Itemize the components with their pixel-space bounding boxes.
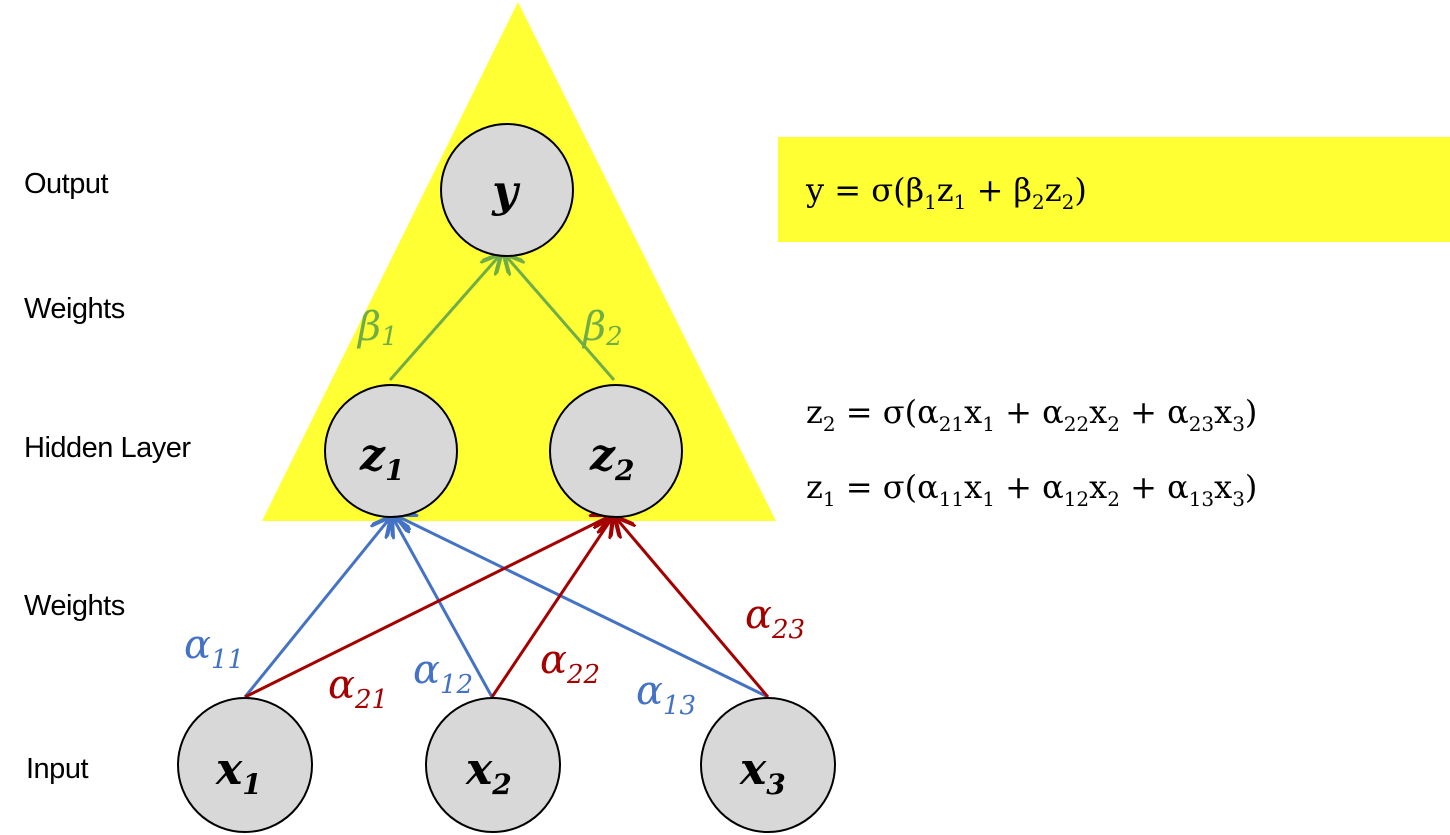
svg-text:y: y [491,166,521,217]
edge-x3-z1 [397,516,769,699]
node-y: y [440,123,574,257]
svg-text:z2: z2 [589,430,634,487]
node-x3: x3 [700,697,836,833]
layer-label-input: Input [26,753,88,785]
edge-x3-z2 [616,518,770,698]
node-x1: x1 [177,697,313,833]
weight-label-alpha11: α11 [184,622,244,675]
weight-label-alpha23: α23 [745,592,805,645]
edge-x1-z1 [243,518,390,698]
svg-text:x1: x1 [215,744,262,801]
edge-z1-y [388,255,500,381]
layer-label-hidden: Hidden Layer [24,432,191,464]
node-x2: x2 [425,697,561,833]
weight-label-alpha21: α21 [328,662,388,715]
node-z2: z2 [549,384,683,518]
edge-x1-z2 [244,516,610,699]
layer-label-weights-bottom: Weights [24,590,125,622]
svg-text:z1: z1 [359,430,404,487]
output-equation-box [778,137,1450,242]
weight-label-alpha22: α22 [540,637,600,690]
equation-y: y = σ(β1z1 + β2z2) [805,171,1087,214]
svg-text:x2: x2 [465,744,512,801]
equation-z2: z2 = σ(α21x1 + α22x2 + α23x3) [806,393,1257,436]
weight-label-beta2: β2 [581,304,623,352]
equation-z1: z1 = σ(α11x1 + α12x2 + α13x3) [806,468,1257,511]
edge-x2-z1 [393,518,494,698]
weight-label-alpha12: α12 [413,647,473,700]
layer-label-output: Output [24,168,108,200]
weight-label-alpha13: α13 [636,668,696,721]
edge-z2-y [505,255,616,381]
layer-label-weights-top: Weights [24,293,125,325]
svg-text:x3: x3 [739,744,786,801]
node-z1: z1 [324,384,458,518]
edge-x2-z2 [490,518,612,698]
weight-label-beta1: β1 [356,304,398,352]
